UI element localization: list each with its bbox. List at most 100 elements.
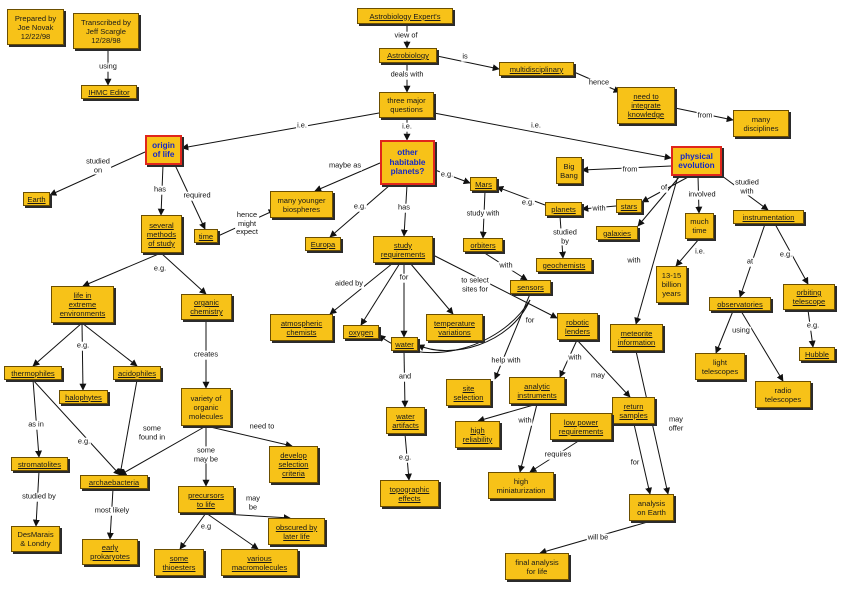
node-time[interactable]: time [194,229,218,243]
node-desmarais-londry[interactable]: DesMarais & Londry [11,526,60,552]
node-prepared-by[interactable]: Prepared by Joe Novak 12/22/98 [7,9,64,45]
link-label-for-requirements: for [398,272,410,283]
link-label-maybe-as: maybe as [327,160,363,171]
link-line [432,254,558,319]
link-label-hence-might-expect: hence might expect [235,210,259,237]
link-curve [417,299,531,352]
node-13-15-billion-years[interactable]: 13-15 billion years [656,266,687,303]
link-line [637,175,681,227]
node-thermophiles[interactable]: thermophiles [4,366,62,380]
link-line [117,379,138,476]
node-acidophiles[interactable]: acidophiles [113,366,161,380]
link-label-aided-by: aided by [334,278,364,289]
node-orbiting-telescope[interactable]: orbiting telescope [783,284,835,310]
node-obscured-by-later-life[interactable]: obscured by later life [268,518,325,545]
node-develop-selection-criteria[interactable]: develop selection criteria [269,446,318,483]
link-label-using: using [98,61,118,72]
node-astrobiology-experts[interactable]: Astrobiology Expert's [357,8,453,24]
node-early-prokaryotes[interactable]: early prokaryotes [82,539,138,565]
link-label-studied-by: studied by [552,227,578,246]
node-atmospheric-chemists[interactable]: atmospheric chemists [270,314,333,341]
node-europa[interactable]: Europa [305,237,341,251]
link-line [160,252,207,295]
node-astrobiology[interactable]: Astrobiology [379,48,437,63]
node-planets[interactable]: planets [545,202,582,216]
node-mars[interactable]: Mars [470,177,497,191]
node-variety-of-organic-molecules[interactable]: variety of organic molecules [181,388,231,426]
link-label-from-disciplines: from [696,110,714,121]
link-label-study-with: study with [465,208,501,219]
link-line [32,379,42,458]
link-line [329,262,394,315]
node-geochemists[interactable]: geochemists [536,258,592,272]
node-halophytes[interactable]: halophytes [59,390,108,404]
link-label-help-with: help with [490,355,522,366]
node-water-artifacts[interactable]: water artifacts [386,407,425,434]
node-other-habitable-planets[interactable]: other habitable planets? [380,140,435,185]
node-sensors[interactable]: sensors [510,280,551,294]
link-label-at: at [745,256,755,267]
link-label-eg-orbiting: e.g. [778,249,794,260]
node-transcribed-by[interactable]: Transcribed by Jeff Scargle 12/28/98 [73,13,139,49]
link-line [119,425,207,476]
node-origin-of-life[interactable]: origin of life [145,135,182,165]
node-life-in-extreme-environments[interactable]: life in extreme environments [51,286,114,323]
node-water[interactable]: water [391,337,418,351]
node-high-miniaturization[interactable]: high miniaturization [488,472,554,499]
node-need-to-integrate[interactable]: need to integrate knowledge [617,87,675,124]
node-light-telescopes[interactable]: light telescopes [695,353,745,380]
node-final-analysis-for-life[interactable]: final analysis for life [505,553,569,580]
node-hubble[interactable]: Hubble [799,347,835,361]
node-earth[interactable]: Earth [23,192,50,206]
node-low-power-requirements[interactable]: low power requirements [550,413,612,440]
node-many-younger-biospheres[interactable]: many younger biospheres [270,191,333,218]
node-precursors-to-life[interactable]: precursors to life [178,486,234,513]
node-topographic-effects[interactable]: topographic effects [380,480,439,507]
node-radio-telescopes[interactable]: radio telescopes [755,381,811,408]
link-line [740,310,784,382]
link-label-with-analytic: with [517,415,533,426]
link-label-eg-hubble: e.g. [805,320,821,331]
node-much-time[interactable]: much time [685,213,714,239]
node-site-selection[interactable]: site selection [446,379,491,406]
link-label-view-of: view of [393,30,419,41]
link-label-has-origin: has [153,184,167,195]
node-instrumentation[interactable]: instrumentation [733,210,804,224]
link-label-ie-right: i.e. [530,120,542,131]
node-temperature-variations[interactable]: temperature variations [426,314,483,341]
node-archaebacteria[interactable]: archaebacteria [80,475,148,489]
node-many-disciplines[interactable]: many disciplines [733,110,789,137]
node-analytic-instruments[interactable]: analytic instruments [509,377,565,404]
node-physical-evolution[interactable]: physical evolution [671,146,722,176]
link-line [576,339,631,398]
link-label-eg-extreme: e.g. [75,340,91,351]
link-label-from-bigbang: from [621,164,639,175]
node-meteorite-information[interactable]: meteorite information [610,324,663,351]
node-robotic-landers[interactable]: robotic lenders [557,313,598,340]
node-stromatolites[interactable]: stromatolites [11,457,68,471]
node-return-samples[interactable]: return samples [612,397,655,424]
link-label-to-select-sites: to select sites for [460,275,490,294]
link-label-using-observatories: using [731,325,751,336]
node-big-bang[interactable]: Big Bang [556,157,582,184]
node-organic-chemistry[interactable]: organic chemistry [181,294,232,320]
node-some-thioesters[interactable]: some thioesters [154,549,204,576]
link-label-studied-on: studied on [85,156,111,175]
link-label-with-landers: with [567,352,583,363]
link-label-eg-methods: e.g. [152,263,168,274]
node-various-macromolecules[interactable]: various macromolecules [221,549,298,576]
node-several-methods-of-study[interactable]: several methods of study [141,215,182,253]
node-multidisciplinary[interactable]: multidisciplinary [499,62,574,76]
node-three-major-questions[interactable]: three major questions [379,92,434,118]
link-line [494,293,531,380]
node-galaxies[interactable]: galaxies [596,226,638,240]
node-stars[interactable]: stars [616,199,642,213]
node-orbiters[interactable]: orbiters [463,238,503,252]
node-observatories[interactable]: observatories [709,297,771,311]
node-analysis-on-earth[interactable]: analysis on Earth [629,494,674,521]
node-study-requirements[interactable]: study requirements [373,236,433,263]
node-oxygen[interactable]: oxygen [343,325,379,339]
node-ihmc-editor[interactable]: IHMC Editor [81,85,137,99]
node-high-reliability[interactable]: high reliability [455,421,500,448]
link-line [79,322,87,391]
